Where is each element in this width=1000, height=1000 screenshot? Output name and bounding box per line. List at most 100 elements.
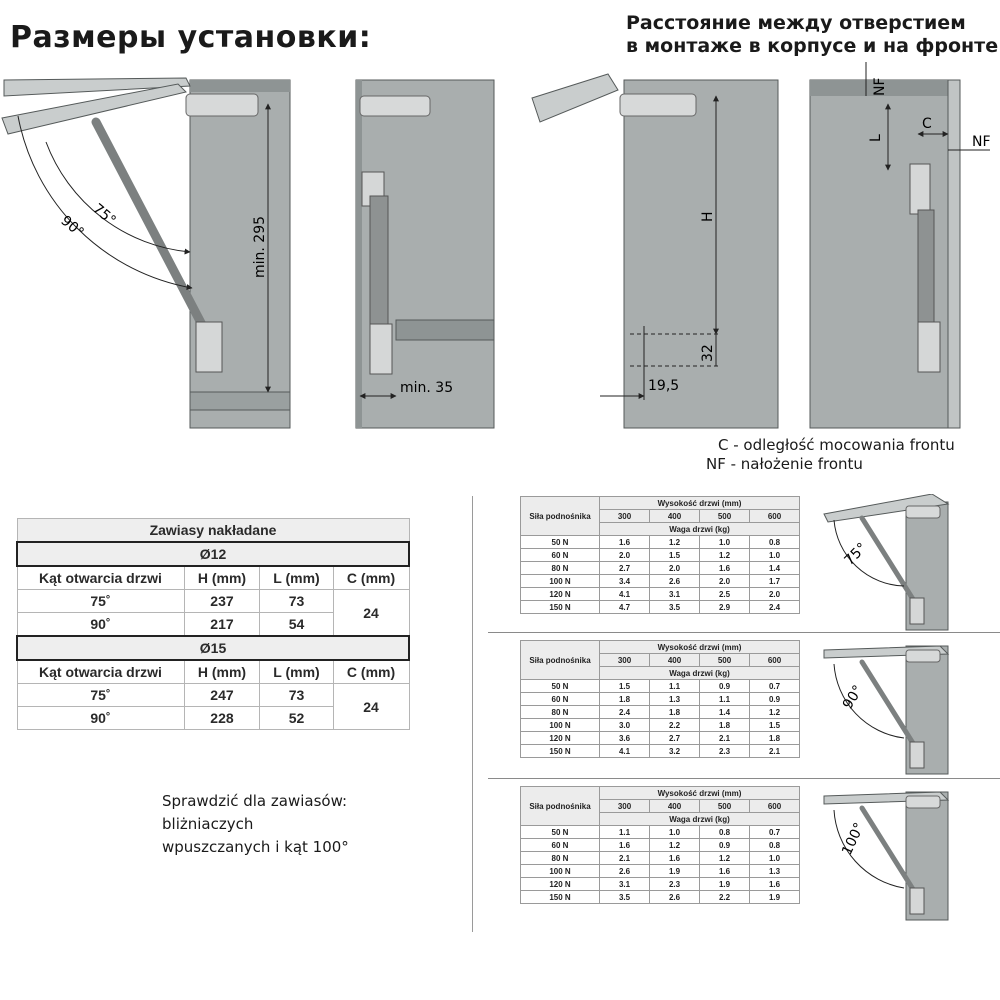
section-divider — [488, 632, 1000, 633]
table-row: 90˚ 228 52 — [16, 706, 409, 730]
section-divider — [488, 778, 1000, 779]
weight-value: 1.6 — [649, 851, 700, 865]
weight-value: 1.6 — [699, 561, 750, 575]
force-value: 120 N — [520, 877, 600, 891]
cell-c: 24 — [332, 589, 410, 637]
weight-value: 1.2 — [749, 705, 800, 719]
hinge — [185, 93, 259, 117]
installation-drawings: 90° 75° min. 295 min. 35 H 32 19,5 — [1, 62, 991, 429]
door-height-header: Wysokość drzwi (mm) — [599, 496, 800, 510]
door-height-value: 600 — [749, 799, 800, 813]
weight-value: 1.4 — [749, 561, 800, 575]
cabinet-shelf — [395, 319, 495, 341]
weight-value: 1.9 — [749, 890, 800, 904]
force-value: 80 N — [520, 561, 600, 575]
cell-h: 217 — [183, 612, 261, 637]
cell-l: 73 — [259, 589, 334, 613]
weight-value: 1.2 — [649, 535, 700, 549]
cell-l: 54 — [259, 612, 334, 637]
weight-value: 1.3 — [649, 692, 700, 706]
weight-value: 2.1 — [699, 731, 750, 745]
angle-75-label: 75° — [89, 201, 118, 229]
weight-value: 1.0 — [649, 825, 700, 839]
force-header: Siła podnośnika — [520, 640, 600, 680]
table-row: 75˚ 237 73 24 — [16, 589, 410, 637]
gas-strut — [91, 117, 215, 345]
angle-arc — [833, 809, 905, 889]
weight-value: 2.4 — [599, 705, 650, 719]
col-header-c: C (mm) — [332, 565, 410, 590]
col-header-c: C (mm) — [332, 659, 410, 684]
dim-195-label: 19,5 — [648, 378, 679, 394]
weight-value: 0.7 — [749, 825, 800, 839]
front-panel — [947, 79, 961, 429]
door-height-value: 400 — [649, 799, 700, 813]
door-height-value: 400 — [649, 509, 700, 523]
strut-bracket — [909, 741, 925, 769]
cabinet-top — [190, 80, 290, 92]
weight-value: 2.0 — [649, 561, 700, 575]
weight-value: 0.8 — [749, 838, 800, 852]
hinge-note: Sprawdzić dla zawiasów: bliżniaczych wpu… — [162, 790, 349, 859]
arc-90 — [17, 115, 193, 291]
weight-value: 1.8 — [749, 731, 800, 745]
force-value: 100 N — [520, 574, 600, 588]
gas-strut — [859, 805, 919, 897]
weight-value: 2.2 — [699, 890, 750, 904]
weight-value: 3.6 — [599, 731, 650, 745]
col-header-l: L (mm) — [259, 659, 334, 684]
dim-c-label: C — [922, 116, 932, 132]
drawing-front-mounting: NF L C NF — [809, 62, 991, 429]
weight-value: 4.1 — [599, 587, 650, 601]
weight-value: 2.4 — [749, 600, 800, 614]
dim-295-label: min. 295 — [252, 216, 268, 278]
weight-value: 2.3 — [649, 877, 700, 891]
weight-value: 1.5 — [749, 718, 800, 732]
door-height-value: 500 — [699, 509, 750, 523]
force-value: 60 N — [520, 692, 600, 706]
weight-value: 2.1 — [599, 851, 650, 865]
weight-value: 2.6 — [599, 864, 650, 878]
diameter-15-label: Ø15 — [16, 635, 410, 661]
weight-value: 1.3 — [749, 864, 800, 878]
door-height-header: Wysokość drzwi (mm) — [599, 786, 800, 800]
legend-nf: NF - nałożenie frontu — [706, 455, 863, 473]
note-line-3: wpuszczanych i kąt 100° — [162, 838, 349, 856]
weight-value: 2.0 — [749, 587, 800, 601]
dim-l-label: L — [868, 134, 884, 142]
diameter-12-label: Ø12 — [16, 541, 410, 567]
dim-h-label: H — [700, 211, 716, 222]
angle-label: 90° — [840, 683, 867, 713]
door-height-value: 300 — [599, 653, 650, 667]
force-value: 50 N — [520, 535, 600, 549]
arc-75 — [45, 141, 191, 255]
legend-c: C - odległość mocowania frontu — [718, 436, 955, 454]
hinge — [359, 95, 431, 117]
door-height-value: 600 — [749, 653, 800, 667]
weight-value: 0.8 — [699, 825, 750, 839]
strut-angle-diagram: 90° — [823, 645, 950, 775]
cabinet-shelf — [189, 391, 291, 411]
weight-value: 1.2 — [699, 851, 750, 865]
door-height-value: 600 — [749, 509, 800, 523]
force-header: Siła podnośnika — [520, 786, 600, 826]
drawing-flap-angle: 90° 75° min. 295 — [1, 77, 291, 429]
weight-value: 0.9 — [749, 692, 800, 706]
weight-value: 1.8 — [599, 692, 650, 706]
force-value: 150 N — [520, 744, 600, 758]
weight-value: 1.6 — [599, 838, 650, 852]
weight-value: 1.5 — [599, 679, 650, 693]
strut-bracket — [909, 887, 925, 915]
angle-arc — [833, 663, 905, 739]
flap-open-75 — [1, 83, 187, 135]
door-height-value: 400 — [649, 653, 700, 667]
